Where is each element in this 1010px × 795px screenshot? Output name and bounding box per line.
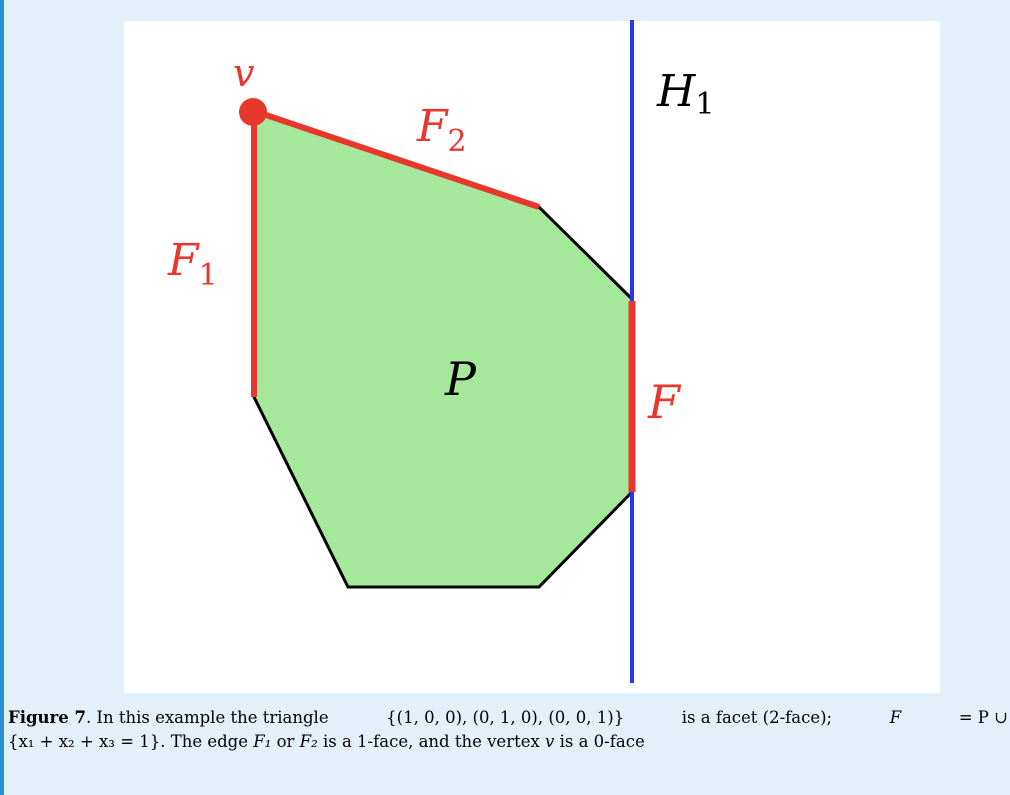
figure-caption: Figure 7. In this example the triangle {… — [8, 706, 1008, 754]
caption-line-1: Figure 7. In this example the triangle {… — [8, 706, 1008, 730]
caption-eq-mid: = P ∪ — [958, 708, 1008, 727]
vertex-label: v — [233, 51, 255, 95]
left-accent-rule — [0, 0, 4, 795]
caption-label: Figure 7 — [8, 708, 86, 727]
polytope-label: P — [444, 352, 477, 406]
facet-label: F — [647, 375, 682, 429]
caption-eq-lhs: F — [889, 708, 902, 727]
caption-text-2b: is a 1-face, and the vertex — [322, 732, 540, 751]
edge-f2 — [253, 108, 540, 210]
caption-edge2: F₂ — [299, 732, 318, 751]
edge-f1-label: F1 — [167, 235, 218, 293]
polytope-diagram: v H1 F2 F1 P F — [167, 20, 714, 683]
caption-text-1b: is a facet (2-face); — [681, 708, 833, 727]
caption-text-1a: . In this example the triangle — [85, 708, 329, 727]
caption-text-2a: . The edge — [160, 732, 248, 751]
caption-line-2: {x₁ + x₂ + x₃ = 1}. The edge F₁ or F₂ is… — [8, 730, 1008, 754]
caption-set: {(1, 0, 0), (0, 1, 0), (0, 0, 1)} — [386, 708, 625, 727]
edge-f2-label: F2 — [416, 101, 467, 159]
caption-or: or — [276, 732, 295, 751]
polytope-region — [252, 108, 634, 589]
caption-edge1: F₁ — [253, 732, 272, 751]
vertex-point — [239, 98, 267, 126]
caption-vertex: v — [545, 732, 555, 751]
caption-text-2c: is a 0-face — [559, 732, 645, 751]
caption-set-2: {x₁ + x₂ + x₃ = 1} — [8, 732, 161, 751]
hyperplane-label: H1 — [656, 66, 714, 122]
